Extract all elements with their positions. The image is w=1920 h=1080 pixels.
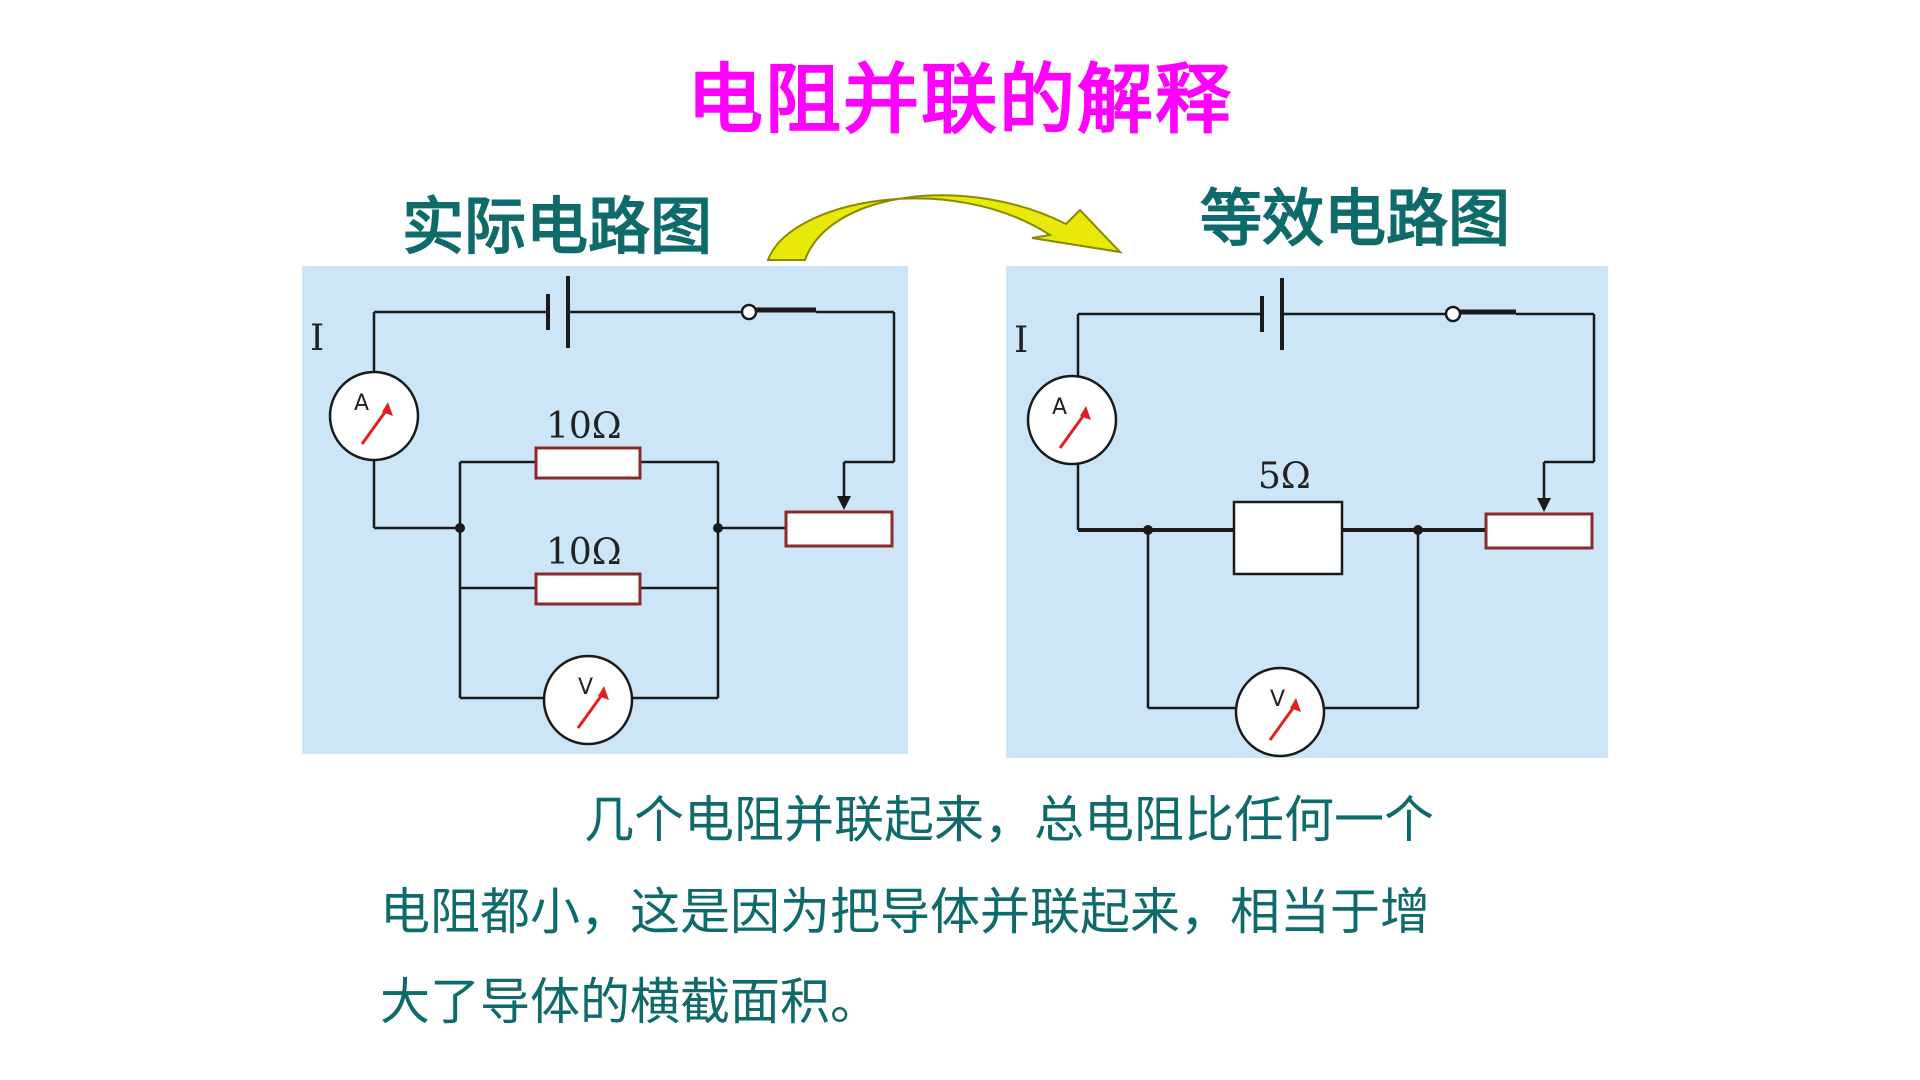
current-label: I <box>1014 320 1028 361</box>
slide-title: 电阻并联的解释 <box>687 55 1233 144</box>
resistor-bottom-label: 10Ω <box>546 532 622 573</box>
actual-circuit-diagram: 10Ω 10Ω I A V <box>302 266 908 754</box>
svg-text:A: A <box>354 391 369 416</box>
current-label: I <box>310 318 324 359</box>
actual-circuit-heading: 实际电路图 <box>402 190 713 263</box>
explanation-line-3: 大了导体的横截面积。 <box>380 973 880 1031</box>
svg-text:V: V <box>1270 687 1285 712</box>
equivalent-circuit-diagram: 5Ω I A V <box>1006 266 1608 758</box>
equivalent-circuit-heading: 等效电路图 <box>1200 182 1511 255</box>
explanation-line-1: 几个电阻并联起来，总电阻比任何一个 <box>584 791 1434 849</box>
svg-text:A: A <box>1052 395 1067 420</box>
ammeter-icon: A <box>328 370 420 462</box>
ammeter-icon: A <box>1026 374 1118 466</box>
voltmeter-icon: V <box>1234 666 1326 758</box>
voltmeter-icon: V <box>542 654 634 746</box>
svg-text:V: V <box>578 675 593 700</box>
curved-arrow-icon <box>766 194 1123 261</box>
resistor-top-label: 10Ω <box>546 406 622 447</box>
explanation-line-2: 电阻都小，这是因为把导体并联起来，相当于增 <box>380 883 1430 941</box>
equivalent-resistor-label: 5Ω <box>1258 456 1311 497</box>
